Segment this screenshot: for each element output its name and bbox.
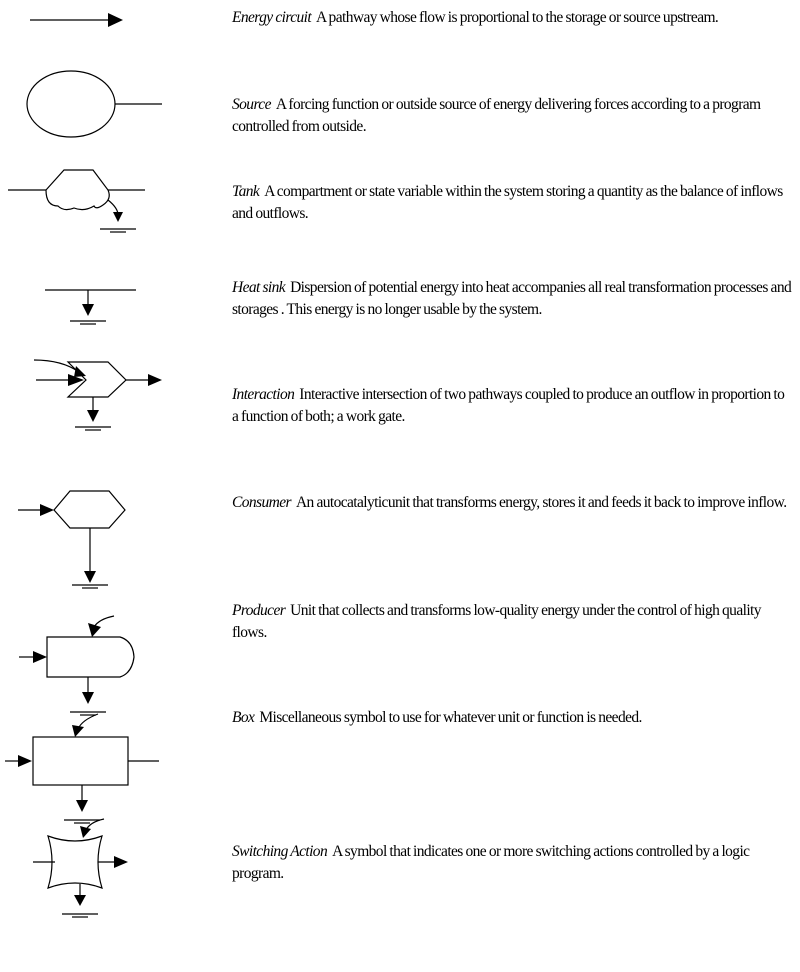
legend-description: A compartment or state variable within t… (232, 183, 783, 222)
legend-description: Interactive intersection of two pathways… (232, 386, 785, 425)
legend-description: Dispersion of potential energy into heat… (232, 279, 792, 318)
legend-term: Switching Action (232, 843, 328, 860)
legend-description: An autocatalyticunit that transforms ene… (295, 494, 787, 511)
switching-action-icon (33, 818, 128, 918)
legend-description: A pathway whose flow is proportional to … (316, 9, 719, 26)
source-icon (26, 70, 162, 138)
energy-circuit-icon (30, 13, 123, 27)
heat-sink-icon (45, 289, 136, 325)
legend-description: A symbol that indicates one or more swit… (232, 843, 750, 882)
legend-term: Tank (232, 183, 260, 200)
interaction-icon (33, 359, 162, 431)
legend-description: Miscellaneous symbol to use for whatever… (259, 709, 642, 726)
legend-description: A forcing function or outside source of … (232, 96, 761, 135)
box-icon (5, 713, 159, 824)
legend-description: Unit that collects and transforms low-qu… (232, 602, 761, 641)
legend-term: Interaction (232, 386, 295, 403)
tank-icon (8, 169, 145, 233)
legend-term: Box (232, 709, 255, 726)
consumer-icon (18, 490, 126, 589)
legend-term: Heat sink (232, 279, 286, 296)
legend-term: Energy circuit (232, 9, 312, 26)
producer-icon (19, 615, 135, 716)
legend-term: Consumer (232, 494, 292, 511)
legend-term: Source (232, 96, 271, 113)
legend-term: Producer (232, 602, 286, 619)
